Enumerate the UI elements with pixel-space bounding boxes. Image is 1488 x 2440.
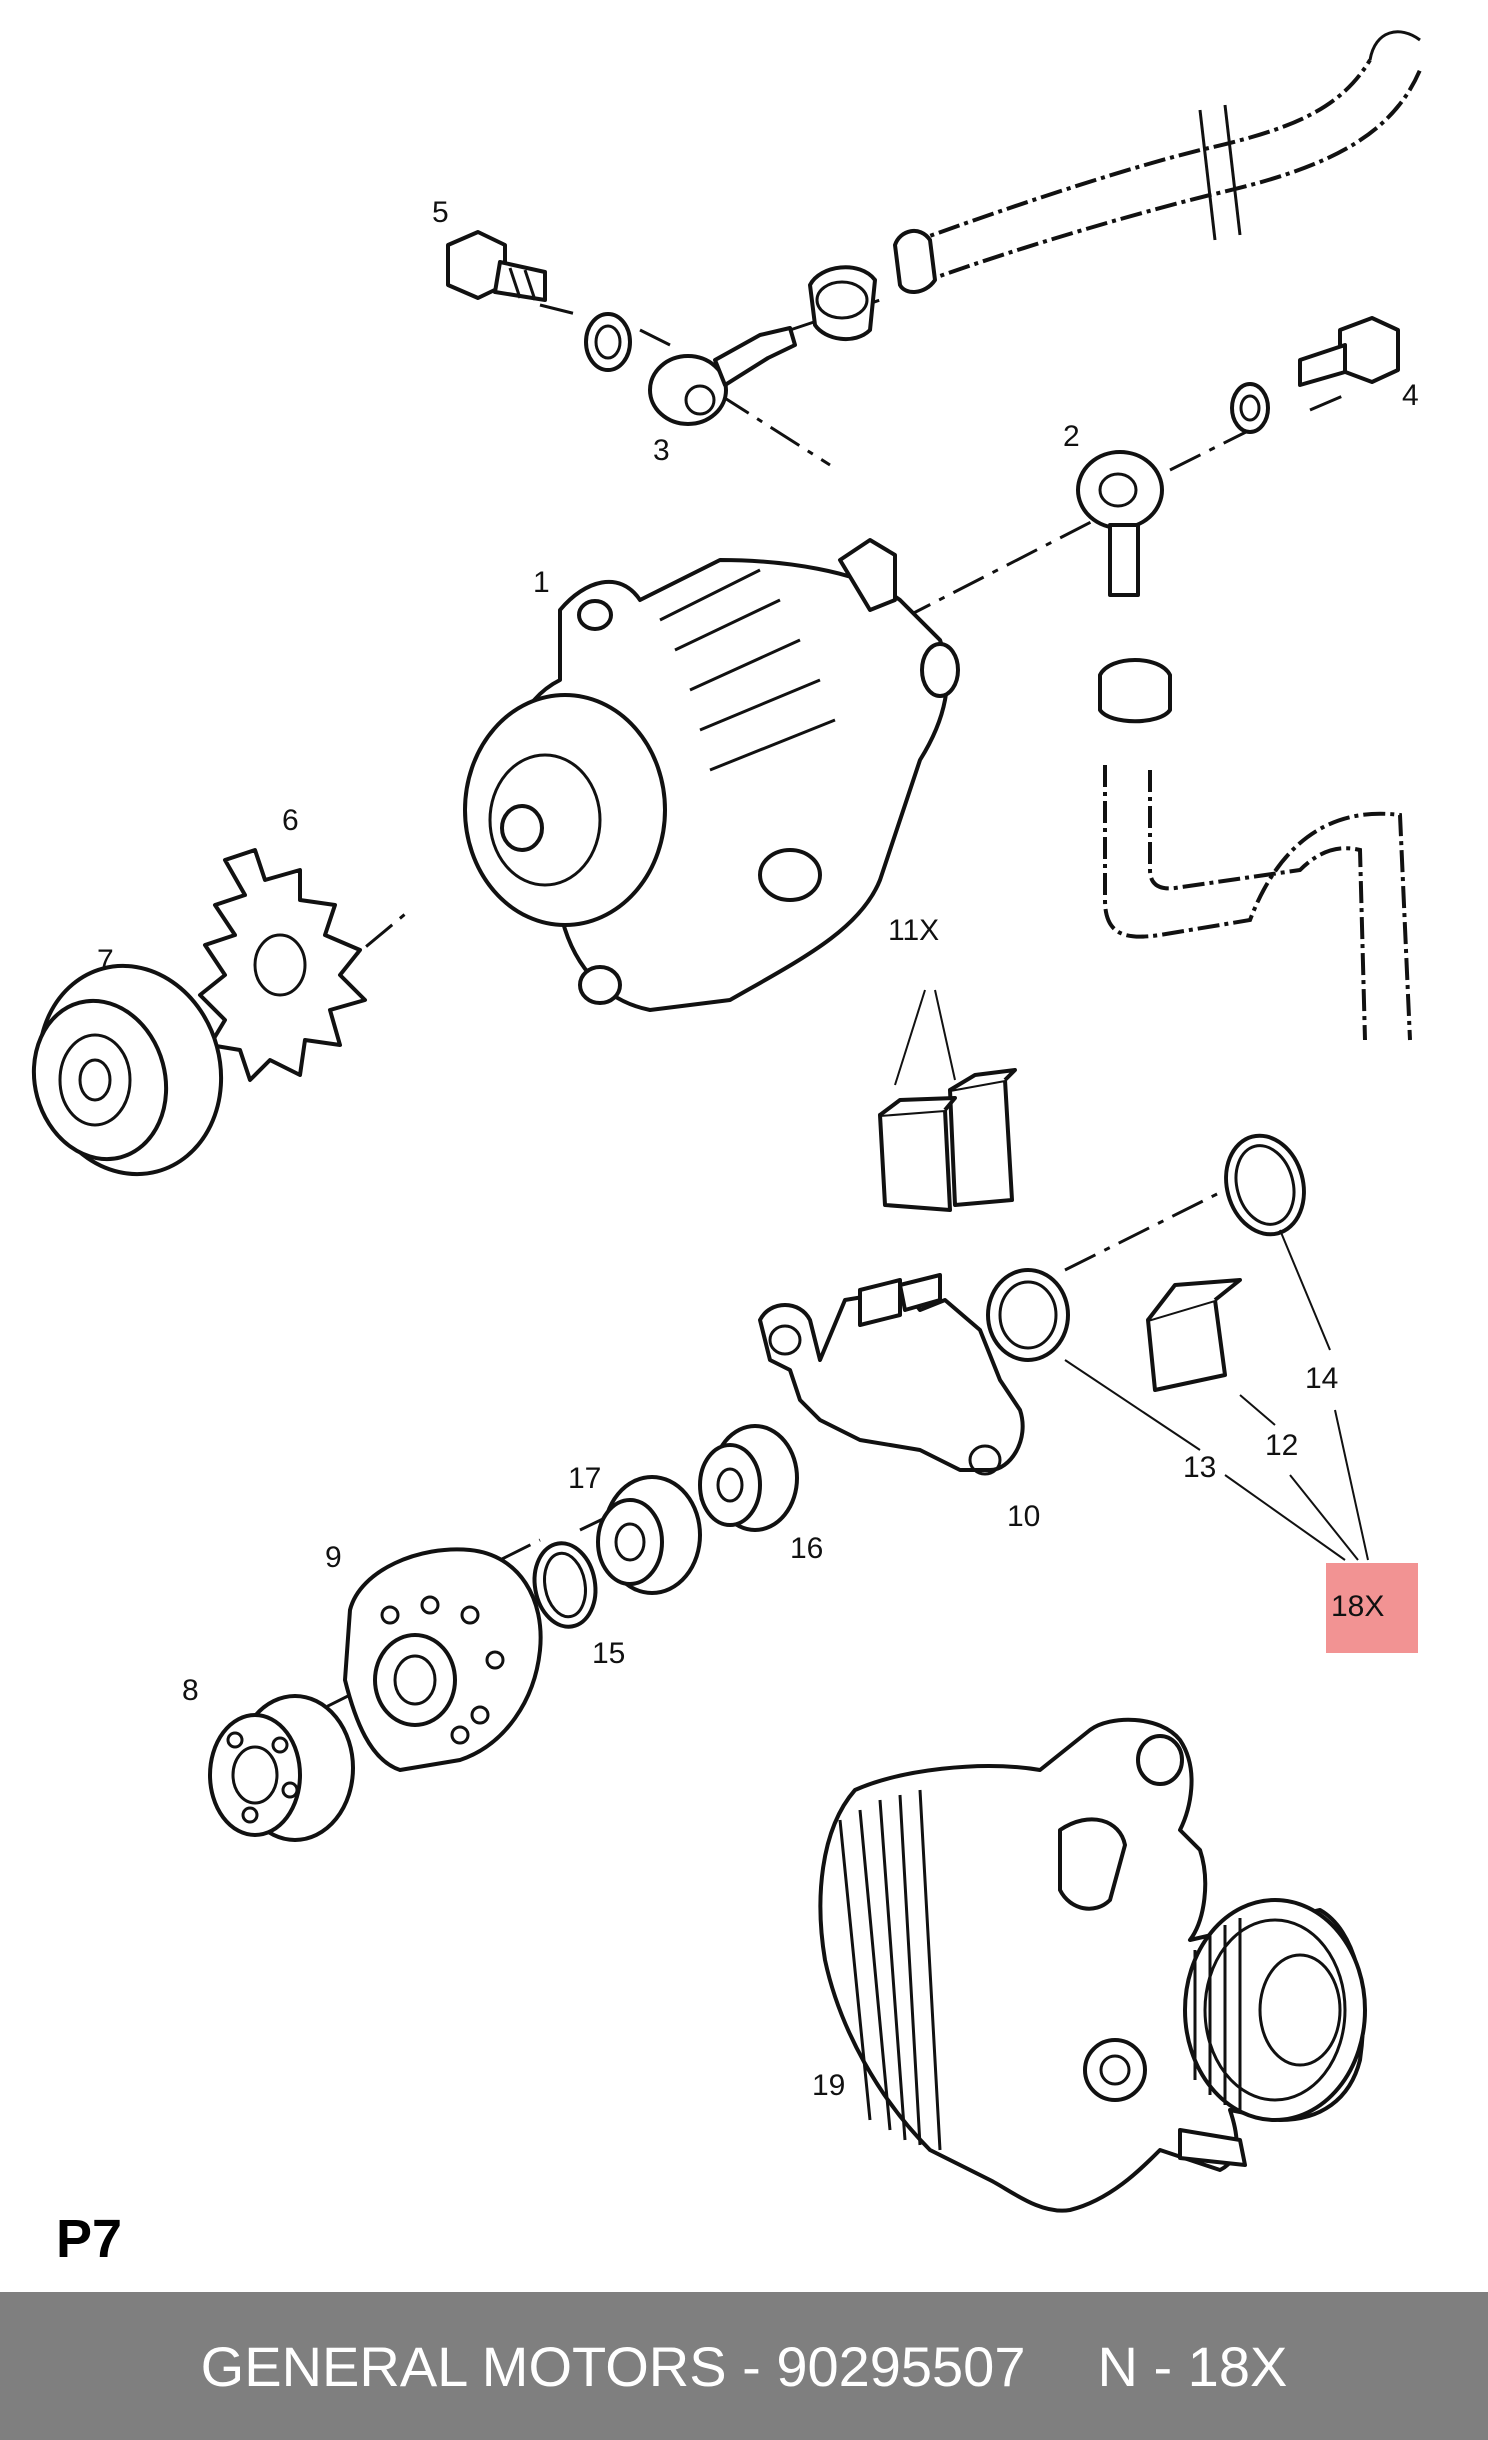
part-8-bearing	[208, 1694, 355, 1842]
callout-18x: 18X	[1331, 1590, 1384, 1623]
callout-11x: 11X	[888, 914, 939, 947]
callout-17: 17	[568, 1462, 601, 1495]
hose-end-upper	[893, 229, 937, 294]
part-4-banjo-bolt	[1298, 316, 1400, 387]
part-3-banjo-fitting	[648, 326, 797, 426]
part-5-banjo-bolt	[446, 230, 547, 302]
part-12-brush	[1146, 1278, 1242, 1392]
callout-3: 3	[653, 434, 670, 467]
part-19-alternator-assembly	[818, 1717, 1367, 2213]
footer-brand-part: GENERAL MOTORS - 90295507	[200, 2334, 1026, 2398]
callout-14: 14	[1305, 1362, 1338, 1395]
callout-9: 9	[325, 1541, 342, 1574]
callout-6: 6	[282, 804, 299, 837]
callout-4: 4	[1402, 379, 1419, 412]
callout-19: 19	[812, 2069, 845, 2102]
callout-5: 5	[432, 196, 449, 229]
leader-lines	[894, 989, 1369, 1561]
callout-13: 13	[1183, 1451, 1216, 1484]
page-label: P7	[56, 2209, 123, 2269]
part-15-snap-ring	[532, 1541, 598, 1629]
callout-15: 15	[592, 1637, 625, 1670]
part-10-brush-holder	[758, 1273, 1025, 1476]
part-14-o-ring	[1224, 1133, 1306, 1237]
exploded-parts-diagram: 5 3 2 4 1 6 7 11X 14 12 13 10 16 17 9 15…	[31, 30, 1422, 2213]
upper-hose	[904, 30, 1422, 287]
part-11x-brushes	[878, 1068, 1017, 1212]
part-washer-upper-left	[584, 312, 632, 372]
part-2-banjo-fitting	[1076, 450, 1164, 597]
part-hose-clamp-right	[1098, 658, 1172, 724]
part-6-fan	[198, 848, 367, 1082]
lower-hose	[1103, 765, 1412, 1041]
callout-1: 1	[533, 566, 550, 599]
part-hose-clamp-upper	[808, 265, 877, 342]
callout-7: 7	[97, 944, 114, 977]
callout-16: 16	[790, 1532, 823, 1565]
part-7-pulley	[31, 963, 224, 1177]
callout-labels: 5 3 2 4 1 6 7 11X 14 12 13 10 16 17 9 15…	[97, 196, 1419, 2102]
callout-2: 2	[1063, 420, 1080, 453]
callout-10: 10	[1007, 1500, 1040, 1533]
footer-note: N - 18X	[1097, 2334, 1288, 2398]
part-17-bearing	[596, 1475, 702, 1595]
part-9-end-plate	[343, 1547, 543, 1772]
highlight-box-18x	[1326, 1563, 1418, 1653]
callout-8: 8	[182, 1674, 199, 1707]
part-16-bearing	[698, 1424, 799, 1532]
part-1-vacuum-pump-alternator	[463, 538, 960, 1012]
footer-bar: GENERAL MOTORS - 90295507 N - 18X	[0, 2292, 1488, 2440]
callout-12: 12	[1265, 1429, 1298, 1462]
part-washer-right	[1230, 382, 1270, 434]
